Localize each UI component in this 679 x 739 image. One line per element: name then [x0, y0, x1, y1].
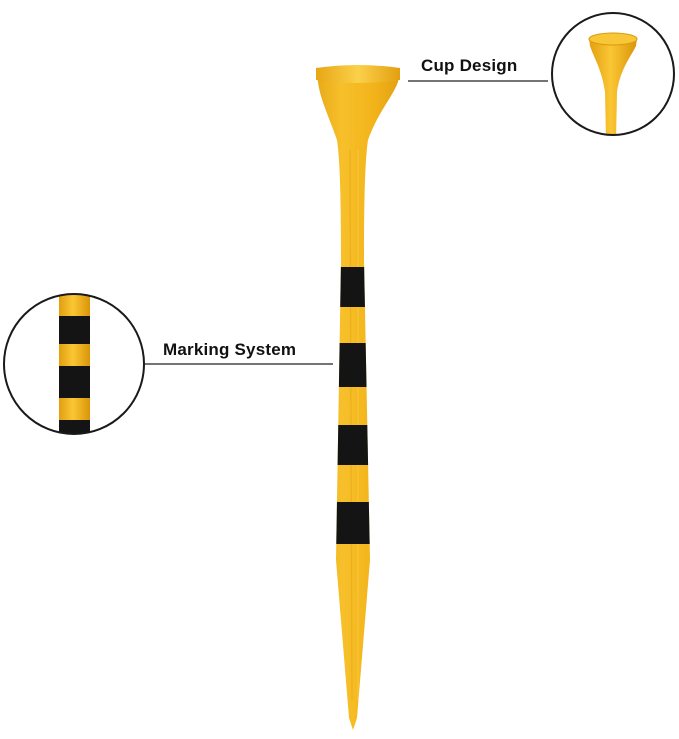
golf-tee [316, 65, 400, 730]
tee-body [316, 68, 400, 730]
tee-stripe [316, 425, 400, 465]
tee-cup-rim [316, 65, 400, 83]
stripe-zoom-circle [3, 293, 145, 435]
tee-stripe [316, 267, 400, 307]
cup-zoom-circle [551, 12, 675, 136]
tee-stripe [316, 502, 400, 544]
tee-stripe-closeup-icon [59, 294, 90, 434]
tee-cup-closeup-icon [589, 34, 637, 135]
tee-stripe [316, 343, 400, 387]
cup-design-label: Cup Design [421, 56, 518, 75]
marking-system-label: Marking System [163, 340, 297, 359]
